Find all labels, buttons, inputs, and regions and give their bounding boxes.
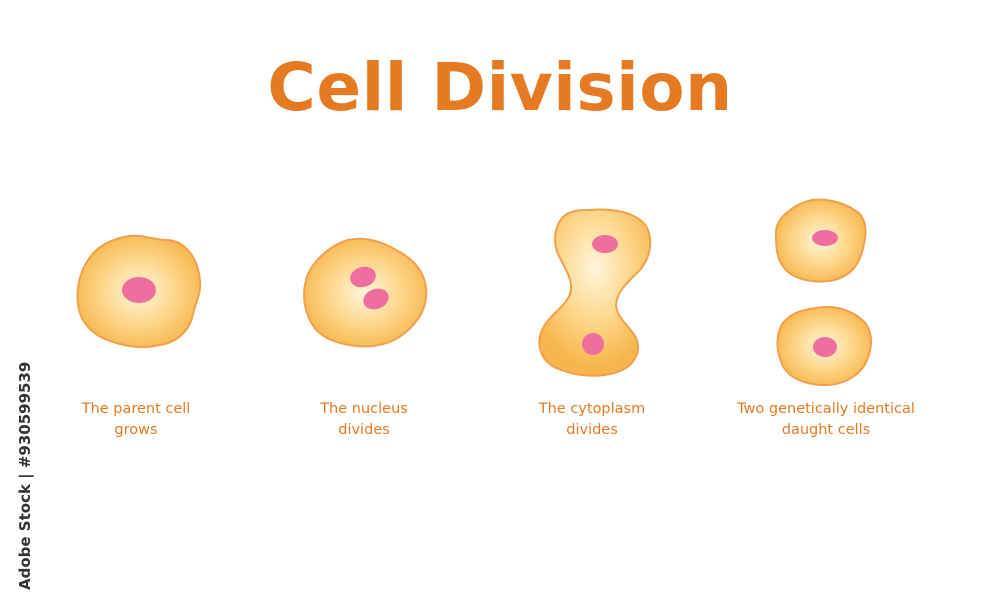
nucleus bbox=[592, 235, 618, 253]
caption-line: divides bbox=[566, 422, 618, 438]
cell-membrane bbox=[538, 208, 652, 377]
caption-line: daught cells bbox=[781, 422, 871, 438]
nucleus bbox=[812, 230, 838, 246]
stage-1-cell bbox=[76, 234, 202, 349]
stage-3-caption: The cytoplasm divides bbox=[472, 399, 712, 441]
stage-4-bottom-cell bbox=[776, 306, 872, 387]
stage-3-cell bbox=[538, 208, 652, 377]
nucleus bbox=[582, 333, 604, 355]
diagram-title: Cell Division bbox=[267, 49, 733, 126]
caption-line: The parent cell bbox=[81, 401, 191, 417]
caption-line: grows bbox=[114, 422, 158, 438]
caption-line: The cytoplasm bbox=[538, 401, 646, 417]
nucleus bbox=[363, 288, 389, 310]
stock-credit-text: Adobe Stock | #930599539 bbox=[16, 362, 35, 590]
nucleus bbox=[350, 266, 376, 288]
nucleus bbox=[122, 277, 156, 303]
stage-4-caption: Two genetically identical daught cells bbox=[701, 399, 951, 441]
caption-line: Two genetically identical bbox=[737, 401, 915, 417]
stage-4-top-cell bbox=[774, 198, 867, 283]
nucleus bbox=[813, 337, 837, 357]
stock-credit: Adobe Stock | #930599539 bbox=[16, 362, 35, 590]
cell-membrane bbox=[303, 237, 428, 348]
stage-2-caption: The nucleus divides bbox=[244, 399, 484, 441]
caption-line: The nucleus bbox=[320, 401, 408, 417]
stage-2-cell bbox=[303, 237, 428, 348]
caption-line: divides bbox=[338, 422, 390, 438]
stage-1-caption: The parent cell grows bbox=[16, 399, 256, 441]
